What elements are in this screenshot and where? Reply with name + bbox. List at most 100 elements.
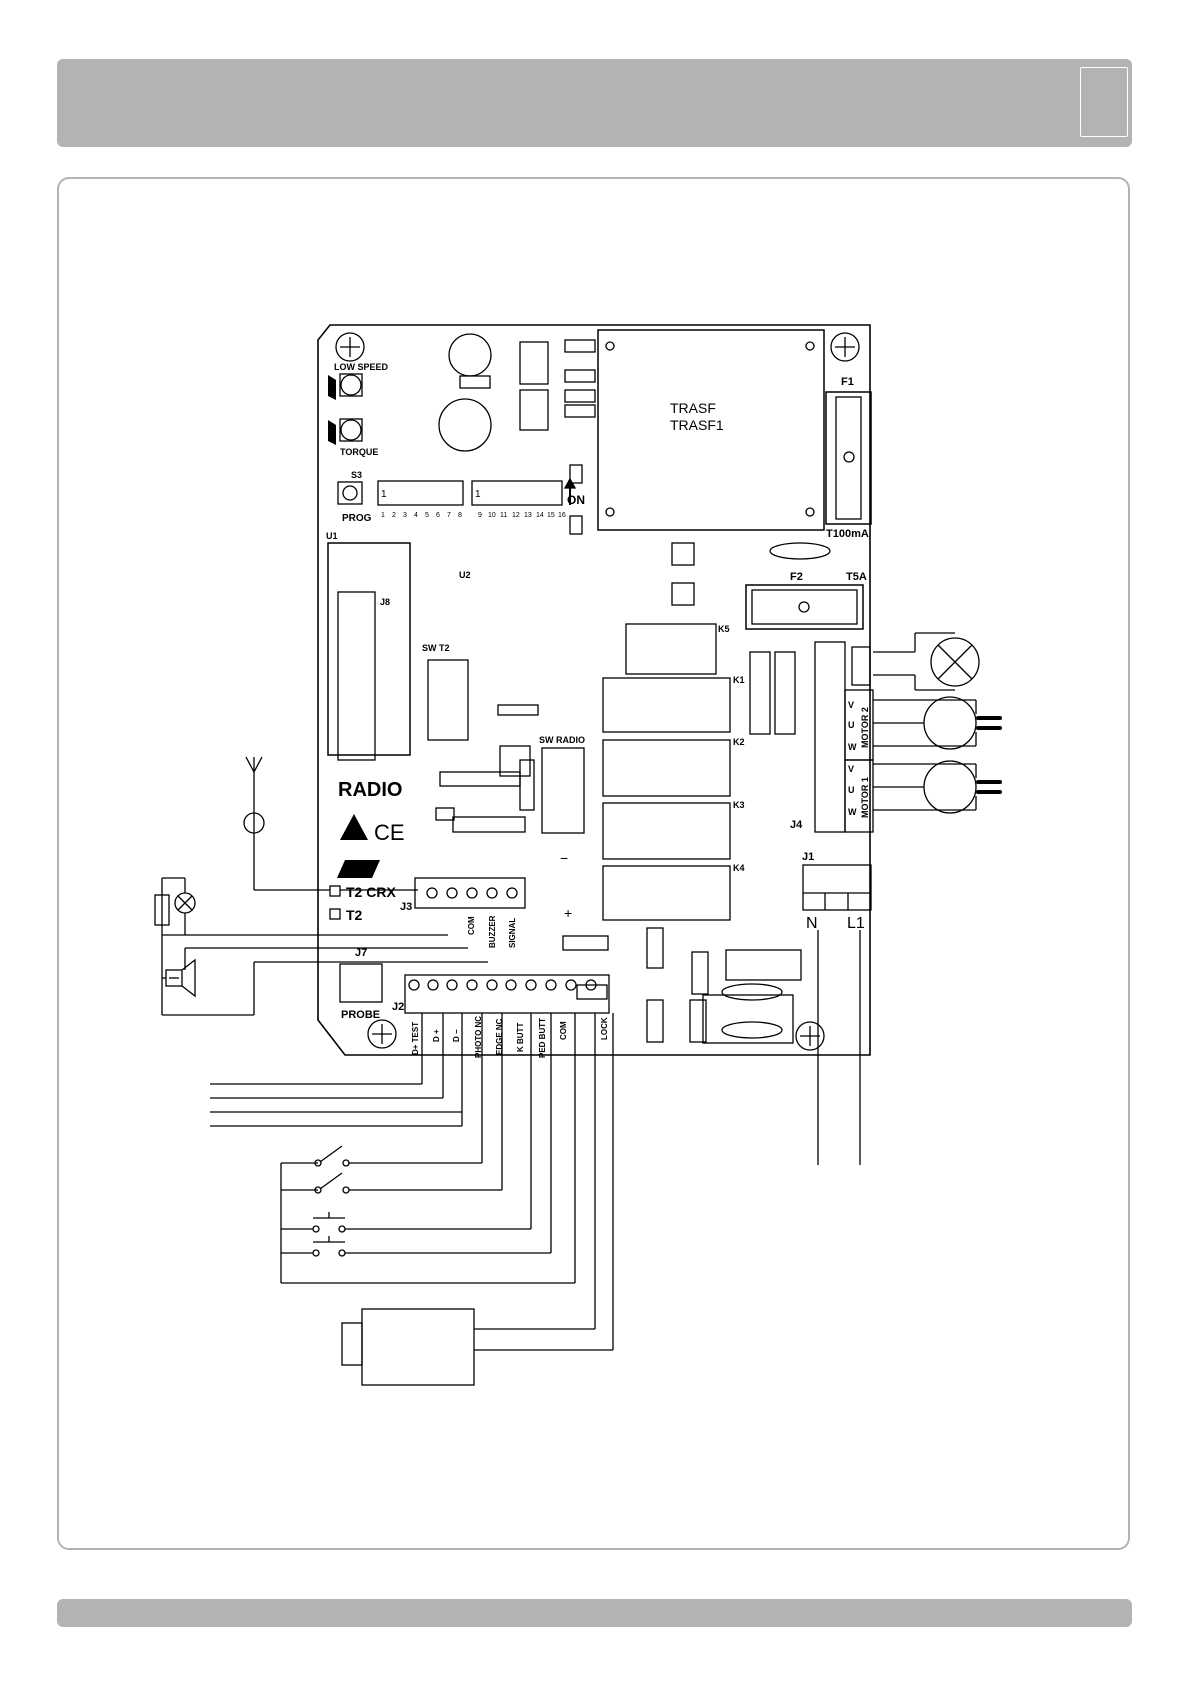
motor-icon <box>924 697 976 749</box>
dip-switch-1-8 <box>378 481 463 505</box>
dip-numbers: 1 2 3 4 5 6 7 8 9 10 11 12 13 14 15 16 <box>381 512 566 519</box>
dip-switch-9-16 <box>472 481 562 505</box>
j3-buzzer-label: BUZZER <box>488 915 497 948</box>
lamp-icon <box>175 893 195 913</box>
dip-index-label: 1 <box>475 489 481 500</box>
relay-k3-label: K3 <box>733 800 745 810</box>
sw-radio-label: SW RADIO <box>539 735 585 745</box>
prog-button <box>338 482 362 504</box>
j2-edge-nc-label: EDGE NC <box>495 1018 504 1055</box>
ce-mark: CE <box>374 820 405 845</box>
motor1-label: MOTOR 1 <box>860 777 870 818</box>
plus-sign: + <box>564 905 572 921</box>
motor2-w: W <box>848 742 857 752</box>
antenna-icon <box>246 757 262 890</box>
torque-label: TORQUE <box>340 447 378 457</box>
motor2-label: MOTOR 2 <box>860 707 870 748</box>
on-label: ON <box>567 493 585 507</box>
relay-k1 <box>603 678 730 732</box>
motor2-v: V <box>848 700 854 710</box>
sw-t2-block <box>428 660 468 740</box>
torque-trimmer <box>340 419 362 441</box>
sw-radio-block <box>542 748 584 833</box>
dip-number: 1 <box>381 512 385 519</box>
j2-d-minus-label: D − <box>452 1029 461 1042</box>
j8-label: J8 <box>380 597 390 607</box>
fuse-f2-holder <box>746 585 863 629</box>
dip-number: 10 <box>488 512 496 519</box>
j2-photo-nc-label: PHOTO NC <box>474 1016 483 1058</box>
motor1-w: W <box>848 807 857 817</box>
motor1-v: V <box>848 764 854 774</box>
j2-ped-butt-label: PED BUTT <box>538 1018 547 1058</box>
prog-label: PROG <box>342 513 372 524</box>
j7-label: J7 <box>355 947 367 959</box>
u1-label: U1 <box>326 531 338 541</box>
motor2-u: U <box>848 720 855 730</box>
dip-number: 7 <box>447 512 451 519</box>
dip-number: 2 <box>392 512 396 519</box>
j3-label: J3 <box>400 901 412 913</box>
buzzer-icon <box>166 960 195 996</box>
fuse-f1-rating: T100mA <box>826 528 869 540</box>
relay-k4 <box>603 866 730 920</box>
probe-connector <box>340 964 382 1002</box>
motor1-u: U <box>848 785 855 795</box>
probe-label: PROBE <box>341 1009 380 1021</box>
j3-com-label: COM <box>467 916 476 935</box>
mounting-hole <box>336 333 364 361</box>
terminal-block-j1 <box>803 865 871 910</box>
j1-label: J1 <box>802 851 814 863</box>
j2-lock-label: LOCK <box>600 1017 609 1040</box>
board-outline <box>318 325 870 1055</box>
s3-label: S3 <box>351 470 362 480</box>
u2-label: U2 <box>459 570 471 580</box>
j2-d-plus-label: D + <box>432 1029 441 1042</box>
dip-number: 13 <box>524 512 532 519</box>
terminal-block-j4 <box>815 642 845 832</box>
j2-k-butt-label: K BUTT <box>516 1023 525 1052</box>
mounting-hole <box>368 1020 396 1048</box>
mounting-hole <box>796 1022 824 1050</box>
low-speed-label: LOW SPEED <box>334 362 389 372</box>
dip-number: 4 <box>414 512 418 519</box>
esd-warning-icon <box>340 814 368 840</box>
dip-number: 16 <box>558 512 566 519</box>
relay-k1-label: K1 <box>733 675 745 685</box>
terminal-block-j3 <box>415 878 525 908</box>
motor-icon <box>924 761 976 813</box>
capacitor-c11 <box>449 334 491 376</box>
j2-d-test-label: D+ TEST <box>411 1022 420 1055</box>
dip-number: 15 <box>547 512 555 519</box>
dip-number: 9 <box>478 512 482 519</box>
fuse-f1-holder <box>826 392 871 524</box>
trasf1-label: TRASF1 <box>670 417 724 433</box>
relay-k2 <box>603 740 730 796</box>
dip-number: 6 <box>436 512 440 519</box>
fuse-f2-label: F2 <box>790 571 803 583</box>
j4-label: J4 <box>790 819 803 831</box>
relay-k2-label: K2 <box>733 737 745 747</box>
manufacturer-logo <box>337 860 380 878</box>
fuse-f1-label: F1 <box>841 376 854 388</box>
dip-number: 12 <box>512 512 520 519</box>
j2-com-label: COM <box>559 1021 568 1040</box>
dip-index-label: 1 <box>381 489 387 500</box>
dip-number: 14 <box>536 512 544 519</box>
j2-screws <box>409 980 596 990</box>
l1-label: L1 <box>847 915 865 932</box>
trasf-label: TRASF <box>670 400 716 416</box>
lamp-icon <box>931 638 979 686</box>
low-speed-trimmer <box>340 374 362 396</box>
dip-number: 8 <box>458 512 462 519</box>
n-label: N <box>806 915 818 932</box>
radio-module-slot <box>328 543 410 755</box>
fuse-f2-rating: T5A <box>846 571 867 583</box>
dip-number: 5 <box>425 512 429 519</box>
mounting-hole <box>831 333 859 361</box>
j3-signal-label: SIGNAL <box>508 918 517 948</box>
sw-t2-label: SW T2 <box>422 643 450 653</box>
t2-label: T2 <box>346 907 363 923</box>
relay-k3 <box>603 803 730 859</box>
